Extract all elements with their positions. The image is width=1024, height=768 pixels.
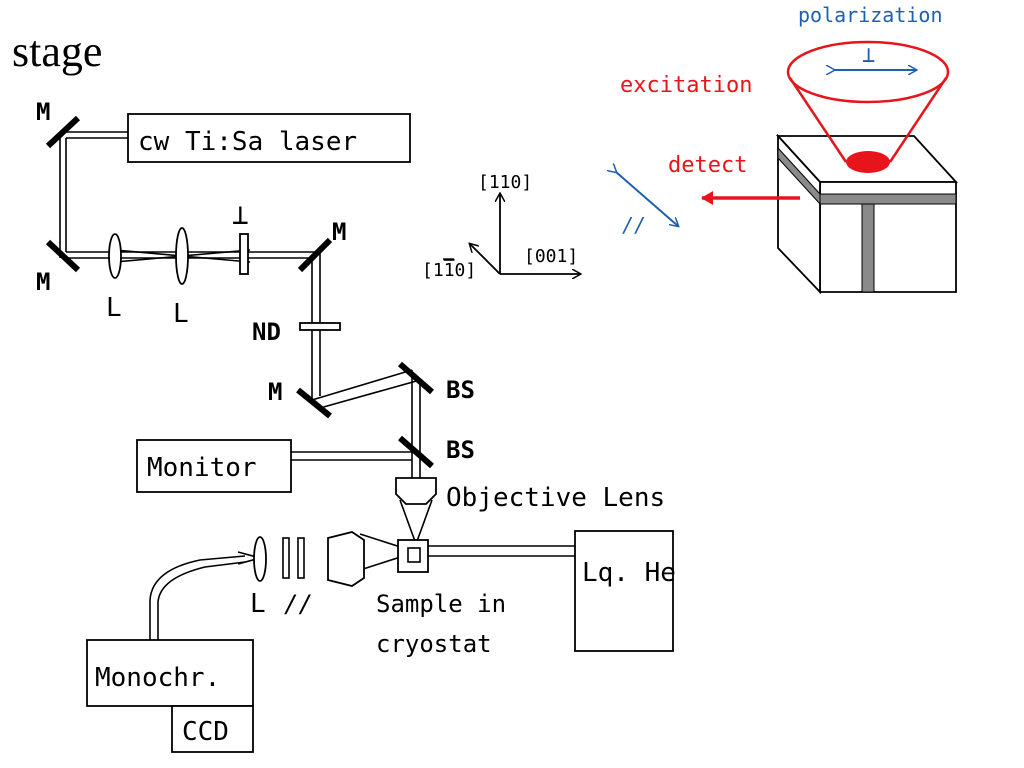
label-bs-2: BS (446, 436, 475, 464)
label-l-1: L (106, 293, 122, 323)
inset-polarization-label: polarization (798, 3, 943, 27)
label-sample-2: cryostat (376, 630, 492, 658)
inset-excitation-label: excitation (620, 73, 752, 98)
beam-paths (59, 131, 575, 640)
layer-stripe-side (777, 146, 821, 206)
ccd-label: CCD (182, 717, 229, 747)
polarizer-perp (239, 233, 249, 275)
monitor-box (136, 439, 292, 493)
label-l-2: L (173, 299, 189, 329)
monitor-label: Monitor (147, 453, 257, 483)
monochromator-label: Monochr. (95, 663, 220, 693)
monochromator-box (86, 639, 254, 707)
parallel-polarization-arrow (616, 172, 678, 226)
mirror-lower (296, 387, 332, 419)
optics (108, 227, 437, 587)
label-objective: Objective Lens (446, 483, 665, 513)
excitation-cone-sides (788, 77, 948, 163)
inset-parallel-label: // (622, 213, 646, 237)
sample (407, 547, 421, 563)
layer-stripe-front (819, 193, 957, 205)
label-polarizer-parallel: // (284, 590, 313, 618)
lens-2 (175, 227, 189, 285)
mirror-bottom-left (45, 239, 81, 273)
nd-filter (299, 322, 341, 331)
cube-side (777, 133, 821, 295)
axis-diag (470, 244, 501, 275)
collection-objective (327, 531, 365, 587)
focus-cones (114, 249, 433, 571)
label-m-right: M (332, 218, 346, 246)
label-l-3: L (250, 589, 266, 619)
label-nd: ND (252, 318, 281, 346)
ccd-box (171, 705, 254, 753)
excitation-cone-top (786, 40, 950, 104)
beam-splitter-2 (398, 435, 434, 469)
lq-he-box (574, 530, 674, 652)
mirror-top-left (45, 115, 81, 149)
crystal-axes: [110] [001] [110] (422, 172, 580, 281)
laser-label: cw Ti:Sa laser (138, 127, 357, 157)
polarizer-parallel-2 (297, 537, 305, 579)
inset-sample: ⊥ polarization excitation detect // (616, 3, 959, 295)
inset-perp-symbol: ⊥ (862, 43, 875, 68)
label-m-bottom-left: M (36, 268, 50, 296)
excitation-spot (846, 151, 890, 173)
axis-label-001: [001] (524, 246, 578, 267)
objective-lens (395, 477, 437, 505)
vertical-stripe (861, 203, 875, 293)
equipment-boxes: cw Ti:Sa laser Monitor Lq. He Monochr. C… (86, 113, 676, 753)
axis-label-1-10: [110] (422, 260, 476, 281)
lens-3 (253, 536, 267, 582)
mirrors (45, 115, 434, 469)
component-labels: M M L L ⊥ M ND M BS BS Objective Lens L … (36, 98, 665, 658)
label-m-lower: M (268, 378, 282, 406)
polarizer-parallel-1 (282, 537, 290, 579)
lq-he-label: Lq. He (582, 558, 676, 588)
label-bs-1: BS (446, 376, 475, 404)
label-sample-1: Sample in (376, 590, 506, 618)
mirror-right (297, 237, 333, 273)
axis-label-110: [110] (478, 172, 532, 193)
inset-detect-label: detect (668, 153, 747, 178)
lens-1 (108, 233, 122, 279)
laser-box (127, 113, 411, 163)
cryostat (397, 539, 429, 573)
heading-stage: stage (12, 27, 102, 76)
label-polarizer-perp: ⊥ (232, 198, 249, 231)
beam-splitter-1 (398, 361, 434, 395)
label-m-top-left: M (36, 98, 50, 126)
